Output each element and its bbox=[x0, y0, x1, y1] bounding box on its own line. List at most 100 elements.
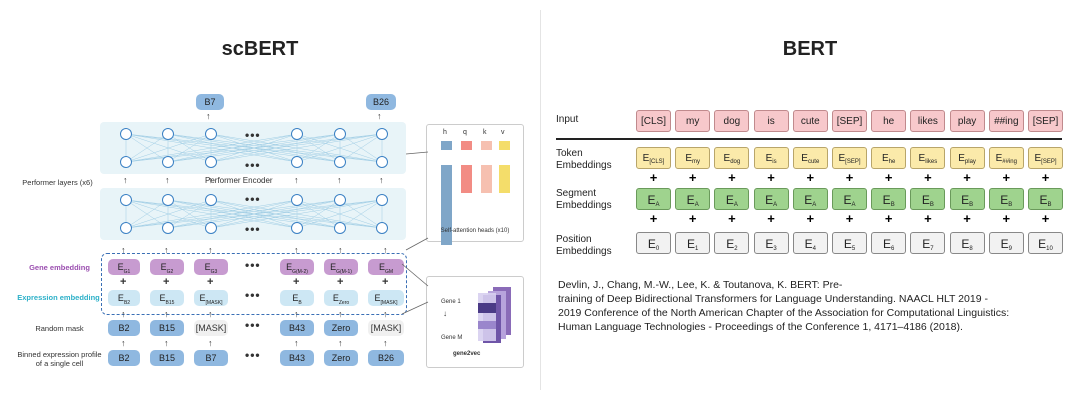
attention-head-label: v bbox=[501, 129, 505, 136]
token-cell: cute bbox=[792, 110, 828, 132]
position-embedding-cell: E9 bbox=[988, 232, 1024, 254]
encoder-node bbox=[205, 156, 217, 168]
gene2vec-caption: gene2vec bbox=[453, 351, 481, 357]
gene-embedding-label: Gene embedding bbox=[29, 263, 90, 272]
gene-embedding-cell: EGM bbox=[368, 259, 404, 275]
segment-embedding-cell-sub: A bbox=[655, 202, 660, 208]
attention-head-bar bbox=[441, 165, 452, 245]
binned-profile-cell: B7 bbox=[194, 350, 228, 366]
segment-embedding-cell: EA bbox=[675, 188, 711, 210]
segment-embedding-cell-main: E bbox=[882, 193, 891, 207]
ellipsis: ••• bbox=[245, 288, 261, 302]
gene-embedding-main: E bbox=[330, 262, 337, 272]
expression-embedding-sub: B2 bbox=[123, 299, 131, 306]
token-cell-main: [SEP] bbox=[836, 116, 863, 127]
gene-embedding-main: E bbox=[160, 262, 167, 272]
arrow-up-icon: ↑ bbox=[379, 175, 384, 185]
input-row-label: Input bbox=[556, 114, 579, 125]
attention-head-bar bbox=[461, 165, 472, 193]
arrow-up-icon: ↑ bbox=[383, 338, 388, 348]
segment-embedding-cell: EA bbox=[714, 188, 750, 210]
plus-icon: + bbox=[767, 211, 775, 226]
plus-icon: + bbox=[207, 276, 214, 288]
expression-embedding-main: E bbox=[159, 293, 166, 303]
expression-embedding-cell: E[MASK] bbox=[368, 290, 404, 306]
expression-embedding-main: E bbox=[199, 293, 206, 303]
ellipsis: ••• bbox=[245, 318, 261, 332]
expression-embedding-sub: [MASK] bbox=[205, 299, 223, 306]
token-embedding-cell: Emy bbox=[675, 147, 711, 169]
segment-embedding-cell: EA bbox=[792, 188, 828, 210]
binned-profile-cell: B2 bbox=[108, 350, 140, 366]
segment-embedding-cell: EA bbox=[753, 188, 789, 210]
encoder-node bbox=[376, 156, 388, 168]
attention-head-bar bbox=[499, 165, 510, 193]
token-embedding-cell-sub: [SEP] bbox=[1041, 159, 1057, 165]
gene-embedding-cell: EG3 bbox=[194, 259, 228, 275]
encoder-node bbox=[376, 128, 388, 140]
segment-embedding-cell-main: E bbox=[921, 193, 930, 207]
plus-icon: + bbox=[1002, 170, 1011, 185]
token-embedding-cell-main: E bbox=[918, 153, 926, 164]
segment-embedding-cell-main: E bbox=[725, 193, 734, 207]
token-embedding-cell: E##ing bbox=[988, 147, 1024, 169]
token-cell-main: my bbox=[686, 116, 700, 127]
segment-embedding-cell: EB bbox=[1028, 188, 1063, 210]
arrow-up-icon: ↑ bbox=[208, 338, 213, 348]
arrow-up-icon: ↑ bbox=[206, 111, 211, 121]
token-cell: he bbox=[871, 110, 907, 132]
attention-connector bbox=[405, 151, 429, 251]
expression-embedding-cell: EB15 bbox=[150, 290, 184, 306]
segment-embedding-cell-main: E bbox=[765, 193, 774, 207]
encoder-node bbox=[120, 128, 132, 140]
token-cell: [SEP] bbox=[832, 110, 867, 132]
position-embedding-cell-main: E bbox=[1038, 237, 1047, 251]
position-embedding-cell: E6 bbox=[871, 232, 907, 254]
plus-icon: + bbox=[767, 170, 775, 185]
attention-head-label: q bbox=[463, 129, 467, 136]
plus-icon: + bbox=[884, 170, 893, 185]
arrow-up-icon: ↑ bbox=[208, 309, 213, 319]
token-embedding-cell-sub: [SEP] bbox=[845, 159, 861, 165]
random-mask-cell: B43 bbox=[280, 320, 314, 336]
ellipsis: ••• bbox=[245, 158, 261, 172]
expression-embedding-cell: EB bbox=[280, 290, 314, 306]
token-cell: is bbox=[753, 110, 789, 132]
segment-embedding-cell-sub: A bbox=[773, 202, 778, 208]
arrow-up-icon: ↑ bbox=[123, 175, 128, 185]
encoder-node bbox=[334, 194, 346, 206]
arrow-up-icon: ↑ bbox=[121, 245, 126, 255]
gene-embedding-sub: G1 bbox=[123, 268, 131, 275]
bert-title: BERT bbox=[782, 38, 838, 60]
segment-row-label: Segment Embeddings bbox=[556, 188, 612, 212]
token-embedding-cell: Edog bbox=[714, 147, 750, 169]
encoder-node bbox=[291, 156, 303, 168]
plus-icon: + bbox=[728, 211, 736, 226]
gene2vec-matrix-icon bbox=[478, 287, 511, 343]
segment-embedding-cell-main: E bbox=[961, 193, 970, 207]
embedding-box bbox=[101, 253, 407, 315]
plus-icon: + bbox=[649, 211, 658, 226]
position-embedding-cell-sub: 6 bbox=[891, 246, 895, 252]
plus-icon: + bbox=[728, 170, 736, 185]
segment-embedding-cell-main: E bbox=[647, 193, 656, 207]
token-cell-main: he bbox=[883, 116, 895, 127]
scbert-title: scBERT bbox=[221, 38, 299, 60]
segment-embedding-cell-main: E bbox=[804, 193, 813, 207]
attention-head-header bbox=[481, 141, 492, 150]
gene-embedding-main: E bbox=[117, 262, 124, 272]
expression-embedding-sub: B bbox=[298, 299, 302, 306]
binned-label-line1: Binned expression profile bbox=[17, 350, 102, 359]
position-embedding-cell: E0 bbox=[636, 232, 671, 254]
attention-caption: Self-attention heads (x10) bbox=[440, 228, 510, 234]
encoder-node bbox=[291, 222, 303, 234]
arrow-up-icon: ↑ bbox=[383, 309, 388, 319]
segment-embedding-cell: EB bbox=[910, 188, 946, 210]
plus-icon: + bbox=[963, 170, 971, 185]
plus-icon: + bbox=[924, 170, 932, 185]
position-embedding-cell-sub: 1 bbox=[695, 246, 699, 252]
position-embedding-cell: E2 bbox=[714, 232, 750, 254]
attention-head-bar bbox=[481, 165, 492, 193]
token-embedding-cell-main: E bbox=[642, 153, 650, 164]
position-embedding-cell: E7 bbox=[910, 232, 946, 254]
